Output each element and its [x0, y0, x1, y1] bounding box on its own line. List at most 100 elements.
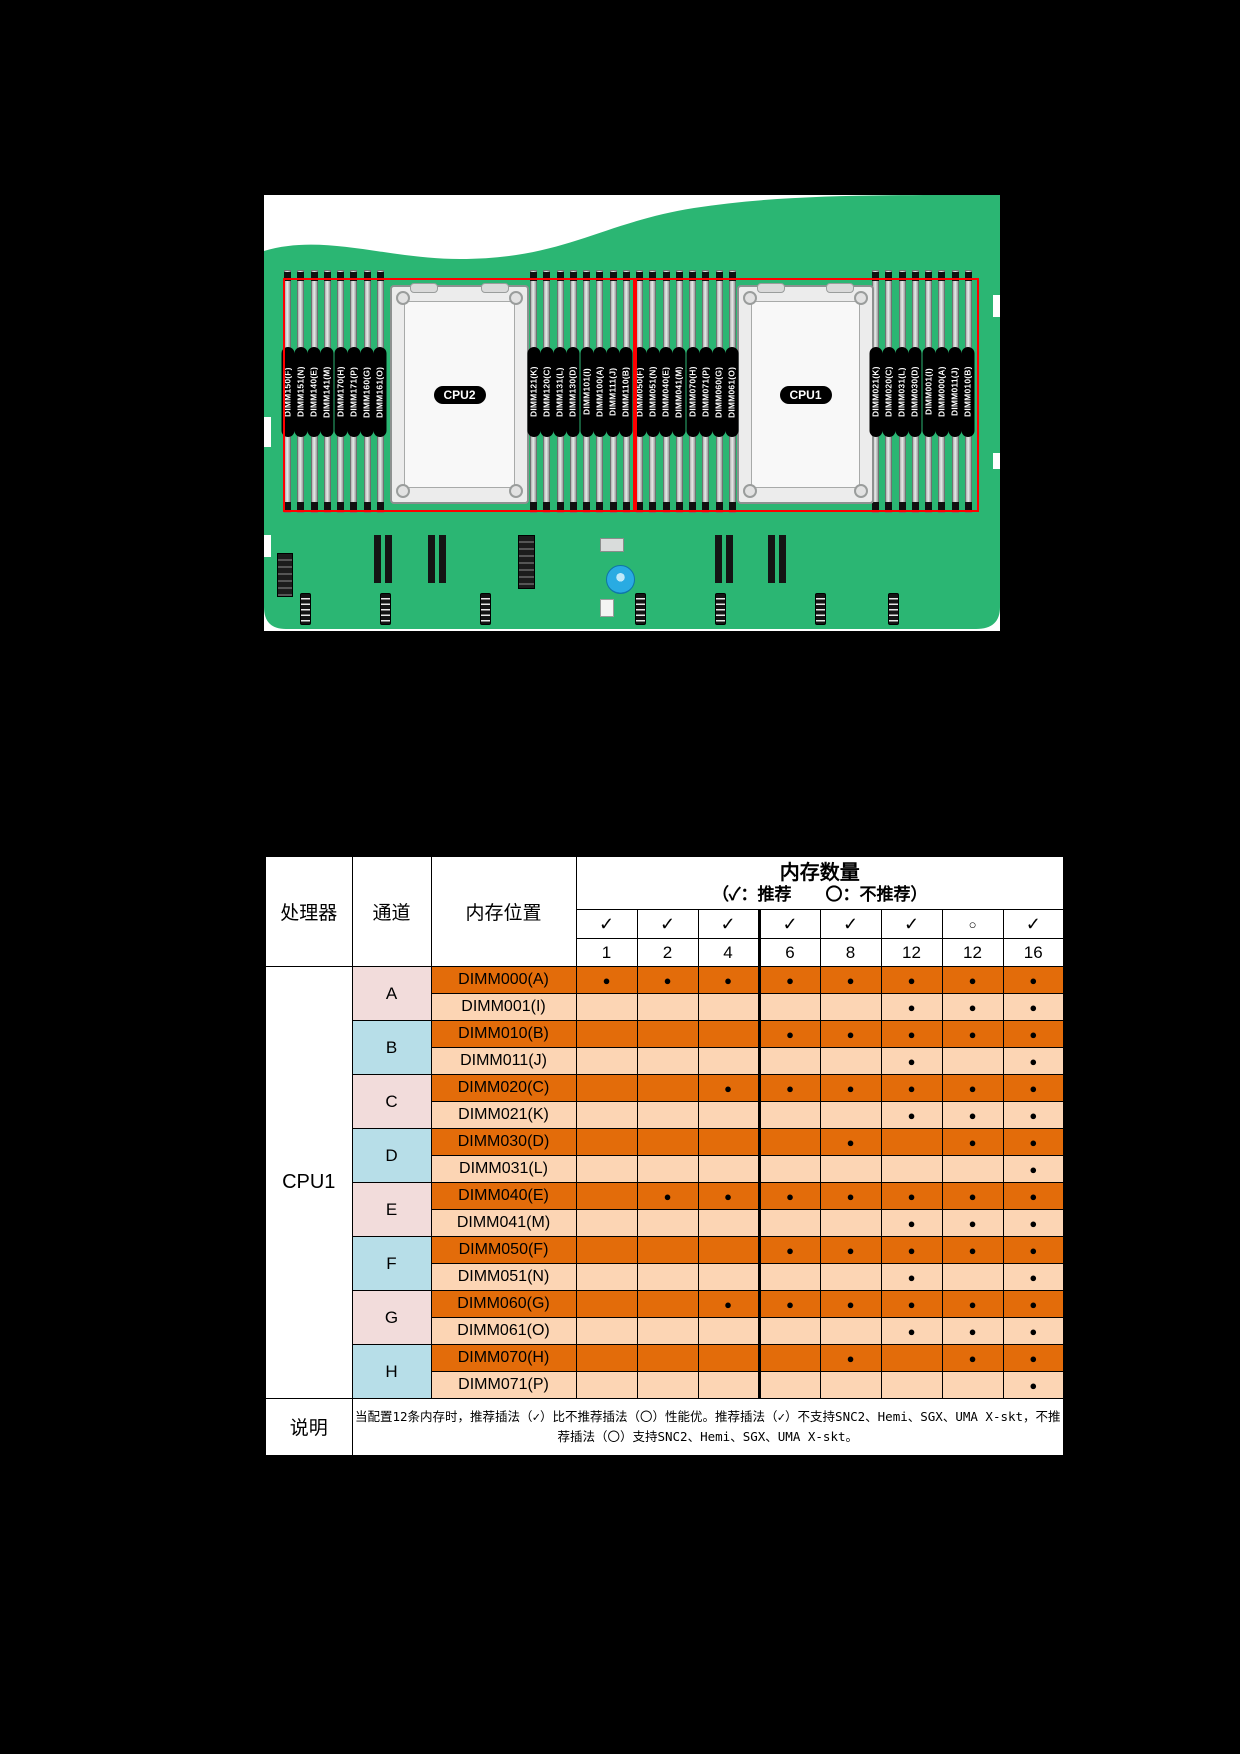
dimm-slot: DIMM100(A): [593, 270, 607, 513]
dimm-slot-label: DIMM171(P): [347, 346, 361, 437]
qty-mark: ○: [941, 909, 1004, 939]
empty-cell: [941, 1047, 1004, 1075]
dimm-position-cell: DIMM071(P): [430, 1371, 577, 1399]
empty-cell: [636, 1263, 699, 1291]
dot-cell: ●: [819, 1344, 882, 1372]
dot-cell: ●: [941, 1182, 1004, 1210]
dot-cell: ●: [941, 993, 1004, 1021]
dimm-slot: DIMM031(L): [895, 270, 909, 513]
empty-cell: [636, 993, 699, 1021]
dot-cell: ●: [941, 1209, 1004, 1237]
dimm-slot-label: DIMM021(K): [869, 346, 882, 437]
dot-cell: ●: [758, 1074, 821, 1102]
table-row: DIMM011(J)●●: [265, 1047, 1065, 1075]
dimm-position-cell: DIMM011(J): [430, 1047, 577, 1075]
dot-cell: ●: [819, 1074, 882, 1102]
dimm-slot: DIMM040(E): [659, 270, 673, 513]
dot-cell: ●: [941, 1101, 1004, 1129]
dimm-slot-label: DIMM121(K): [527, 346, 540, 437]
channel-cell: B: [351, 1020, 432, 1075]
dimm-slot: DIMM061(O): [725, 270, 739, 513]
dimm-position-cell: DIMM041(M): [430, 1209, 577, 1237]
empty-cell: [575, 1182, 638, 1210]
empty-cell: [758, 1209, 821, 1237]
channel-cell: C: [351, 1074, 432, 1129]
empty-cell: [819, 1263, 882, 1291]
dot-cell: ●: [758, 1182, 821, 1210]
dimm-bank-cpu2-right: DIMM121(K)DIMM120(C)DIMM131(L)DIMM130(D)…: [527, 270, 633, 513]
dot-cell: ●: [819, 966, 882, 994]
empty-cell: [819, 1209, 882, 1237]
empty-cell: [636, 1128, 699, 1156]
channel-cell: A: [351, 966, 432, 1021]
dimm-slot: DIMM060(G): [712, 270, 726, 513]
dimm-slot-label: DIMM141(M): [320, 346, 334, 437]
empty-cell: [819, 1317, 882, 1345]
connector: [277, 553, 293, 597]
dimm-slot-label: DIMM120(C): [540, 346, 554, 437]
dot-cell: ●: [1002, 1020, 1065, 1048]
qty-count: 16: [1002, 938, 1065, 967]
dimm-slot: DIMM151(N): [294, 270, 308, 513]
empty-cell: [697, 993, 761, 1021]
screw-icon: [854, 484, 868, 498]
connector: [715, 593, 726, 625]
dot-cell: ●: [880, 966, 943, 994]
empty-cell: [758, 1101, 821, 1129]
empty-cell: [636, 1209, 699, 1237]
table-row: DIMM051(N)●●: [265, 1263, 1065, 1291]
dot-cell: ●: [941, 1074, 1004, 1102]
motherboard-diagram: CPU2 CPU1 DIMM150(F)DIMM151(N)DIMM140(E)…: [264, 195, 1000, 631]
empty-cell: [697, 1344, 761, 1372]
dimm-position-cell: DIMM051(N): [430, 1263, 577, 1291]
dimm-slot-label: DIMM061(O): [725, 346, 739, 437]
qty-mark: ✓: [575, 909, 638, 939]
dimm-position-cell: DIMM070(H): [430, 1344, 577, 1372]
empty-cell: [819, 1155, 882, 1183]
channel-cell: E: [351, 1182, 432, 1237]
empty-cell: [575, 1263, 638, 1291]
empty-cell: [758, 1344, 821, 1372]
connector: [600, 599, 614, 617]
dimm-slot-label: DIMM161(O): [373, 346, 387, 437]
channel-cell: F: [351, 1236, 432, 1291]
dot-cell: ●: [1002, 1290, 1065, 1318]
screw-icon: [743, 484, 757, 498]
latch-icon: [481, 283, 509, 293]
dimm-slot: DIMM130(D): [566, 270, 580, 513]
quantity-title: 内存数量: [779, 861, 860, 884]
memory-config-table: 处理器 通道 内存位置 内存数量 （✓：推荐 〇：不推荐） ✓✓✓✓✓✓○✓ 1…: [264, 855, 1065, 1457]
qty-count: 1: [575, 938, 638, 967]
dot-cell: ●: [1002, 1101, 1065, 1129]
channel-cell: H: [351, 1344, 432, 1399]
dimm-slot: DIMM071(P): [699, 270, 713, 513]
dimm-slot: DIMM131(L): [553, 270, 567, 513]
dimm-slot-label: DIMM060(G): [712, 346, 726, 437]
dimm-position-cell: DIMM000(A): [430, 966, 577, 994]
dot-cell: ●: [575, 966, 638, 994]
dimm-slot-label: DIMM051(N): [646, 346, 660, 437]
dot-cell: ●: [1002, 1263, 1065, 1291]
dimm-position-cell: DIMM020(C): [430, 1074, 577, 1102]
empty-cell: [758, 993, 821, 1021]
qty-mark: ✓: [758, 909, 821, 939]
screw-icon: [396, 484, 410, 498]
dot-cell: ●: [697, 1290, 761, 1318]
dimm-slot-label: DIMM170(H): [334, 346, 348, 437]
dimm-bank-cpu2-left: DIMM150(F)DIMM151(N)DIMM140(E)DIMM141(M)…: [281, 270, 387, 513]
empty-cell: [636, 1344, 699, 1372]
empty-cell: [758, 1263, 821, 1291]
dot-cell: ●: [1002, 1236, 1065, 1264]
dot-cell: ●: [1002, 1344, 1065, 1372]
empty-cell: [697, 1128, 761, 1156]
empty-cell: [636, 1155, 699, 1183]
dimm-position-cell: DIMM040(E): [430, 1182, 577, 1210]
table-row: DIMM001(I)●●●: [265, 993, 1065, 1021]
qty-mark: ✓: [819, 909, 882, 939]
dot-cell: ●: [819, 1128, 882, 1156]
